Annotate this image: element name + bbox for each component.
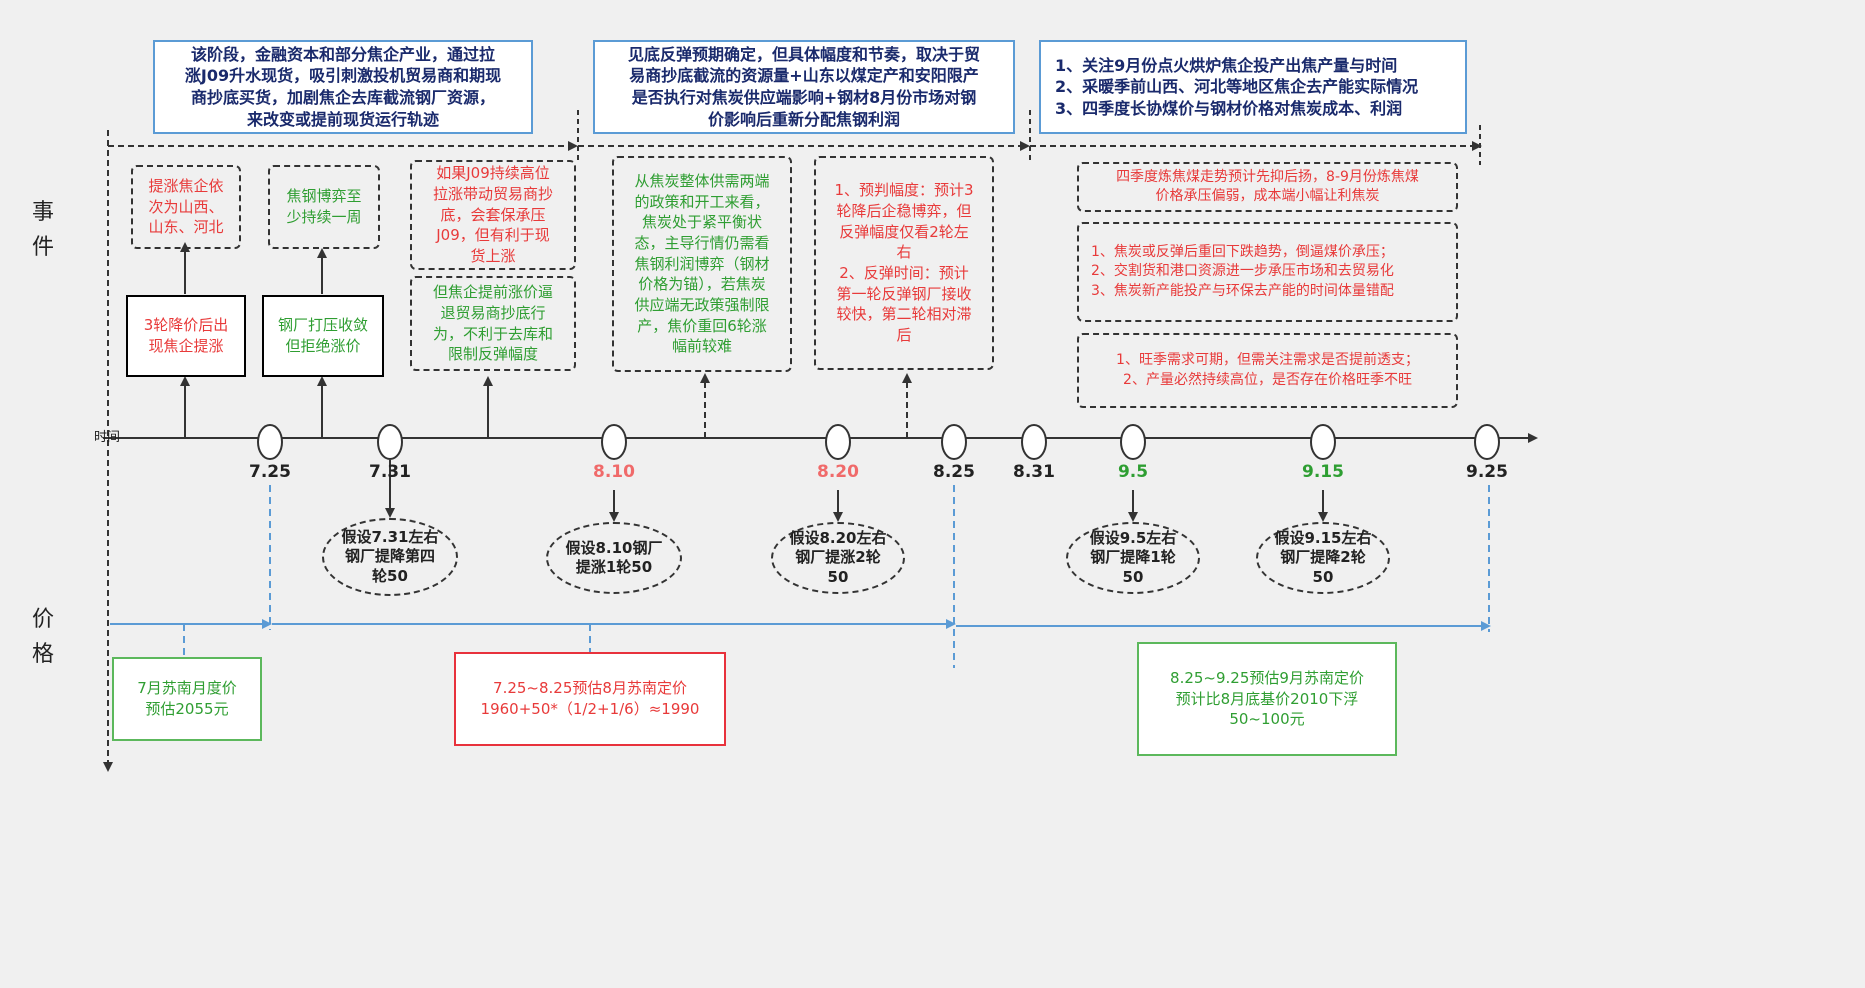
top-box-period-2: 见底反弹预期确定，但具体幅度和节奏，取决于贸 易商抄底截流的资源量+山东以煤定产… <box>593 40 1015 134</box>
date-label: 9.15 <box>1302 462 1344 482</box>
date-label: 9.25 <box>1466 462 1508 482</box>
assumption-810: 假设8.10钢厂 提涨1轮50 <box>546 522 682 594</box>
date-node <box>825 424 851 460</box>
assumption-95: 假设9.5左右 钢厂提降1轮 50 <box>1066 522 1200 594</box>
price-box-july: 7月苏南月度价 预估2055元 <box>112 657 262 741</box>
date-label: 8.25 <box>933 462 975 482</box>
date-label: 9.5 <box>1117 462 1149 482</box>
assumption-915: 假设9.15左右 钢厂提降2轮 50 <box>1256 522 1390 594</box>
event-mill-pressure: 钢厂打压收敛 但拒绝涨价 <box>262 295 384 377</box>
date-label: 8.31 <box>1013 462 1055 482</box>
date-label: 8.10 <box>593 462 635 482</box>
event-early-hike: 但焦企提前涨价逼 退贸易商抄底行 为，不利于去库和 限制反弹幅度 <box>410 276 576 371</box>
event-game-week: 焦钢博弈至 少持续一周 <box>268 165 380 249</box>
diagram-lines <box>103 110 1538 772</box>
assumption-731: 假设7.31左右 钢厂提降第四 轮50 <box>322 518 458 596</box>
date-label: 7.31 <box>369 462 411 482</box>
price-box-september: 8.25~9.25预估9月苏南定价 预计比8月底基价2010下浮 50~100元 <box>1137 642 1397 756</box>
date-node <box>601 424 627 460</box>
top-box-period-1: 该阶段，金融资本和部分焦企产业，通过拉 涨J09升水现货，吸引刺激投机贸易商和期… <box>153 40 533 134</box>
date-node <box>941 424 967 460</box>
date-node <box>1120 424 1146 460</box>
date-node <box>1021 424 1047 460</box>
date-node <box>1474 424 1500 460</box>
event-j09-high: 如果J09持续高位 拉涨带动贸易商抄 底，会套保承压 J09，但有利于现 货上涨 <box>410 160 576 270</box>
event-risks: 1、焦炭或反弹后重回下跌趋势，倒逼煤价承压； 2、交割货和港口资源进一步承压市场… <box>1077 222 1458 322</box>
event-after-cut: 3轮降价后出 现焦企提涨 <box>126 295 246 377</box>
date-node <box>257 424 283 460</box>
event-supply-demand: 从焦炭整体供需两端 的政策和开工来看， 焦炭处于紧平衡状 态，主导行情仍需看 焦… <box>612 156 792 372</box>
timeline-diagram: 事 件 价 格 时间 该阶段，金融资本和部分焦企产业，通过拉 涨J09升水现货，… <box>31 40 1538 772</box>
assumption-820: 假设8.20左右 钢厂提涨2轮 50 <box>771 522 905 594</box>
event-forecast: 1、预判幅度：预计3 轮降后企稳博弈，但 反弹幅度仅看2轮左 右 2、反弹时间：… <box>814 156 994 370</box>
date-node <box>377 424 403 460</box>
top-box-period-3: 1、关注9月份点火烘炉焦企投产出焦产量与时间 2、采暖季前山西、河北等地区焦企去… <box>1039 40 1467 134</box>
price-box-august: 7.25~8.25预估8月苏南定价 1960+50*（1/2+1/6）≈1990 <box>454 652 726 746</box>
price-label: 价 格 <box>31 607 54 668</box>
event-peak-season: 1、旺季需求可期，但需关注需求是否提前透支； 2、产量必然持续高位，是否存在价格… <box>1077 333 1458 408</box>
date-label: 7.25 <box>249 462 291 482</box>
events-label: 事 件 <box>31 200 54 261</box>
event-q4-coal: 四季度炼焦煤走势预计先抑后扬，8-9月份炼焦煤 价格承压偏弱，成本端小幅让利焦炭 <box>1077 162 1458 212</box>
time-axis-label: 时间 <box>94 430 121 445</box>
event-hike-order: 提涨焦企依 次为山西、 山东、河北 <box>131 165 241 249</box>
date-label: 8.20 <box>817 462 859 482</box>
date-node <box>1310 424 1336 460</box>
